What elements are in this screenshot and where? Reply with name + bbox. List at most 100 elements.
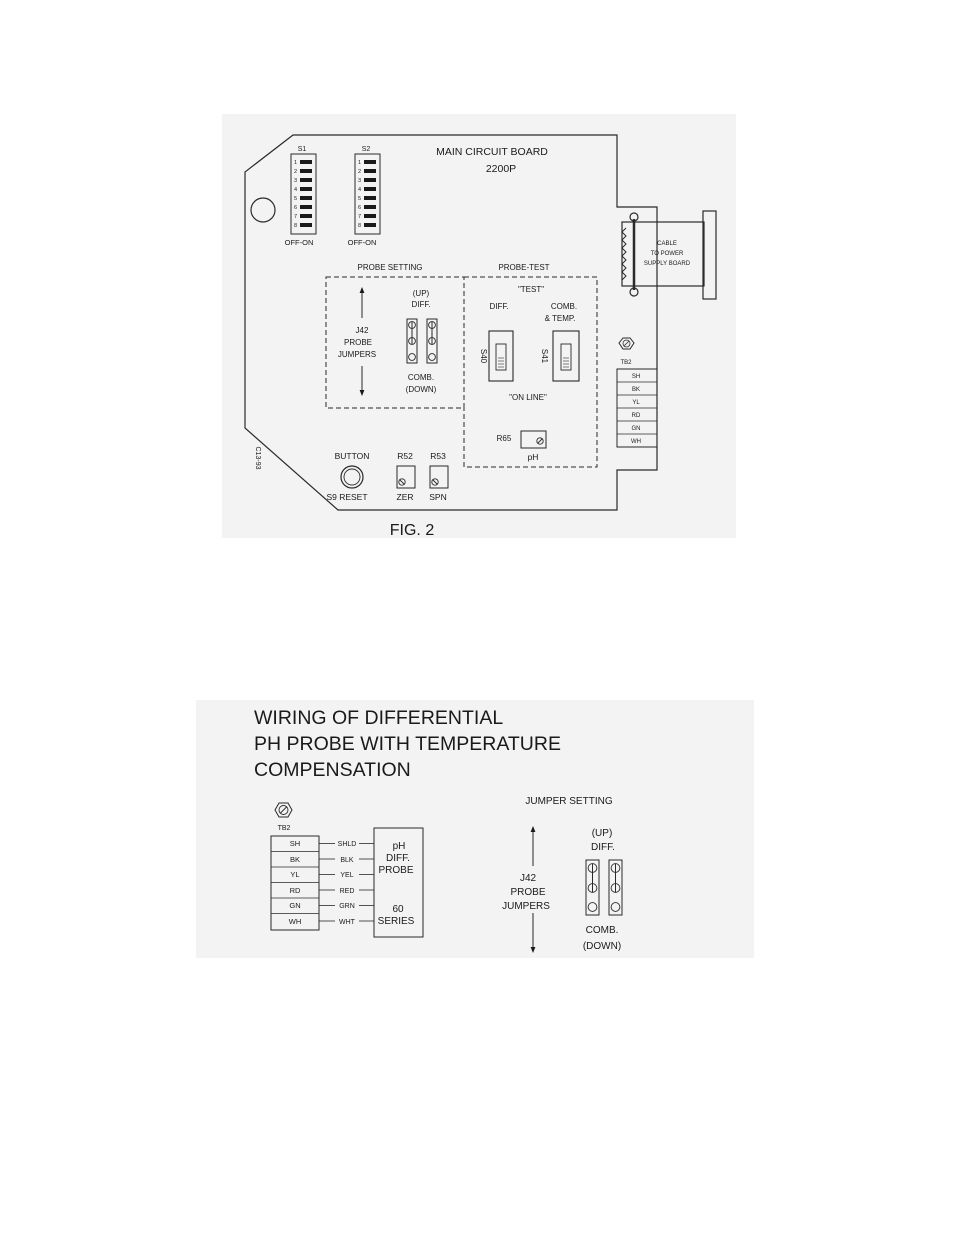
switch-lever [364,178,376,182]
jumper-frame [426,318,438,364]
switch-frame [552,330,580,382]
probe-frame [373,827,424,938]
cable-label-line2: TO POWER [651,251,684,257]
terminal-frame [270,835,320,931]
jumper-frame [406,318,418,364]
comb-label: COMB. [408,373,434,382]
switch-position-label: 5 [294,196,297,202]
cable-label-line1: CABLE [657,241,677,247]
tb2-label: TB2 [278,825,291,832]
switch-position-label: 1 [294,160,297,166]
switch-lever [300,223,312,227]
switch-position-label: 6 [358,205,361,211]
diff-label: DIFF. [411,300,430,309]
switch-lever [364,214,376,218]
down-label: (DOWN) [583,941,621,952]
dip-switch-s1[interactable]: S1 1 2 3 4 5 6 7 8 OFF-ON [285,146,317,247]
terminal-label: RD [290,886,301,895]
jumper-pin [610,902,621,912]
switch-position-label: 7 [294,214,297,220]
side-code: C13-93 [254,447,261,470]
switch-lever [300,205,312,209]
switch-bank-frame [290,153,317,235]
switch-lever [364,223,376,227]
switch-positions: 1 2 3 4 5 6 7 8 [358,160,376,229]
switch-position-label: 8 [358,223,361,229]
cable-clamp-screw [629,212,639,222]
probe-test-box [463,276,598,468]
r65-label: R65 [497,434,512,443]
wire-label: BLK [340,857,354,864]
r53-potentiometer[interactable] [429,465,449,489]
down-label: (DOWN) [406,385,437,394]
pot-frame [520,430,547,449]
j42-label-line3: JUMPERS [502,901,550,912]
online-label: "ON LINE" [509,393,547,402]
comb-temp-label: & TEMP. [545,314,576,323]
j42-label-line1: J42 [520,873,537,884]
j42-label-line3: JUMPERS [338,350,376,359]
comb-label: COMB. [551,302,577,311]
switch-position-label: 7 [358,214,361,220]
switch-position-label: 6 [294,205,297,211]
board-model: 2200P [486,163,516,175]
switch-frame [488,330,514,382]
switch-lever [300,214,312,218]
board-title: MAIN CIRCUIT BOARD [436,146,548,158]
up-label: (UP) [592,828,613,839]
figure-1: MAIN CIRCUIT BOARD 2200P C13-93 S1 1 2 3… [222,114,736,539]
probe-test-section: PROBE-TEST "TEST" DIFF. COMB. & TEMP. S4… [463,263,598,468]
cable-body [621,221,705,287]
probe-line2: DIFF. [386,853,410,864]
terminal-label: GN [632,426,641,432]
r65-potentiometer[interactable] [520,430,547,449]
pot-screw-icon [536,437,544,445]
switch-position-label: 3 [294,178,297,184]
terminal-label: SH [632,374,640,380]
j42-label-line2: PROBE [344,338,372,347]
switch-position-label: 8 [294,223,297,229]
wire-label: RED [340,888,355,895]
wire-connections: SHLD BLK YEL RED GRN WHT [319,841,374,926]
probe-box: pH DIFF. PROBE 60 SERIES [373,827,424,938]
switch-position-label: 4 [358,187,361,193]
r53-label: R53 [430,451,446,461]
terminal-label: GN [289,901,300,910]
figure-2: WIRING OF DIFFERENTIAL PH PROBE WITH TEM… [196,700,754,958]
r52-label: R52 [397,451,413,461]
switch-bank-name: S2 [362,146,371,153]
mounting-hole [250,197,276,223]
switch-lever [300,169,312,173]
switch-lever [300,187,312,191]
cable-wire-zigzag [621,227,627,281]
terminal-label: WH [289,917,302,926]
tb2-terminal-block: TB2 SH BK YL RD GN WH [616,337,658,448]
terminal-label: BK [632,387,640,393]
dip-switch-s2[interactable]: S2 1 2 3 4 5 6 7 8 OFF-ON [348,146,381,247]
wiring-title-line1: WIRING OF DIFFERENTIAL [254,707,503,729]
switch-lever [300,196,312,200]
pot-screw-slot [432,479,438,485]
comb-label: COMB. [586,925,619,936]
board-outline [244,134,658,511]
switch-s40[interactable] [488,330,514,382]
j42-jumper-block[interactable] [406,318,438,364]
reset-top-label: BUTTON [335,451,370,461]
reset-button[interactable] [340,465,364,489]
s41-label: S41 [540,349,549,364]
spn-label: SPN [429,492,446,502]
figure-1-background [222,114,736,538]
switch-position-label: 5 [358,196,361,202]
switch-position-label: 2 [358,169,361,175]
wire-label: GRN [339,903,355,910]
zer-label: ZER [397,492,414,502]
switch-lever [364,187,376,191]
r52-potentiometer[interactable] [396,465,416,489]
j42-jumper-block[interactable] [585,859,623,916]
terminal-label: RD [632,413,641,419]
switch-lever [364,160,376,164]
switch-positions: 1 2 3 4 5 6 7 8 [294,160,312,229]
probe-line1: pH [393,841,406,852]
switch-s41[interactable] [552,330,580,382]
